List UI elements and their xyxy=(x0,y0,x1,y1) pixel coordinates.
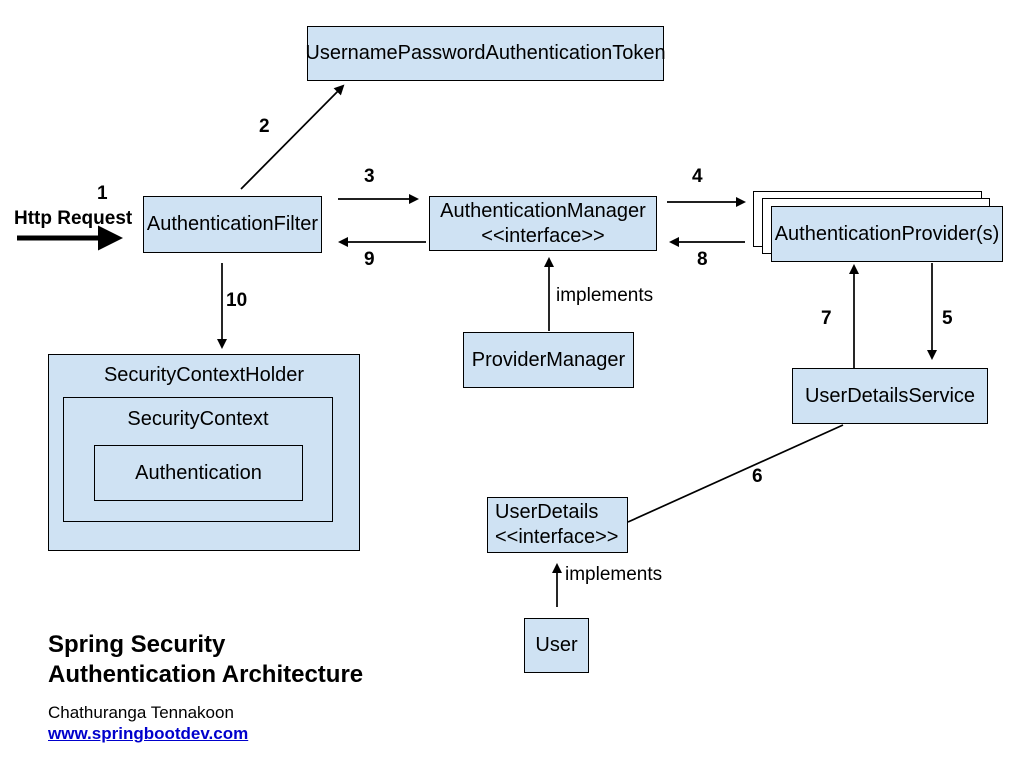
node-label: SecurityContextHolder xyxy=(103,364,305,386)
website-link[interactable]: www.springbootdev.com xyxy=(48,724,249,743)
node-authentication-filter: AuthenticationFilter xyxy=(143,196,322,253)
node-label: UserDetails xyxy=(495,501,599,523)
implements-label-provider-manager: implements xyxy=(556,285,654,306)
step-label-8: 8 xyxy=(697,249,708,270)
step-label-5: 5 xyxy=(942,308,953,329)
node-authentication: Authentication xyxy=(94,445,303,501)
node-label: SecurityContext xyxy=(127,408,269,430)
step-label-6: 6 xyxy=(752,466,763,487)
node-label: AuthenticationManager xyxy=(440,199,646,222)
arrow-step-2 xyxy=(240,84,345,190)
node-provider-manager: ProviderManager xyxy=(463,332,634,388)
line-step-6 xyxy=(627,424,844,523)
node-stereotype: <<interface>> xyxy=(495,526,619,548)
diagram-title: Spring Security Authentication Architect… xyxy=(48,630,363,690)
node-user: User xyxy=(524,618,589,673)
diagram-title-line-2: Authentication Architecture xyxy=(48,661,364,688)
node-user-details: UserDetails <<interface>> xyxy=(487,497,628,553)
step-label-1: 1 xyxy=(97,183,108,204)
node-username-password-authentication-token: UsernamePasswordAuthenticationToken xyxy=(305,26,666,81)
author-name: Chathuranga Tennakoon xyxy=(48,703,234,722)
implements-label-user: implements xyxy=(565,564,663,585)
diagram-title-line-1: Spring Security xyxy=(48,631,226,658)
step-label-4: 4 xyxy=(692,166,703,187)
node-authentication-manager: AuthenticationManager <<interface>> xyxy=(429,196,657,251)
node-user-details-service: UserDetailsService xyxy=(792,368,988,424)
step-label-3: 3 xyxy=(364,166,375,187)
step-label-2: 2 xyxy=(259,116,270,137)
http-request-label: Http Request xyxy=(14,208,133,229)
node-authentication-provider: AuthenticationProvider(s) xyxy=(771,206,1003,262)
step-label-7: 7 xyxy=(821,308,832,329)
node-stereotype: <<interface>> xyxy=(481,224,605,247)
step-label-9: 9 xyxy=(364,249,375,270)
step-label-10: 10 xyxy=(226,290,248,311)
